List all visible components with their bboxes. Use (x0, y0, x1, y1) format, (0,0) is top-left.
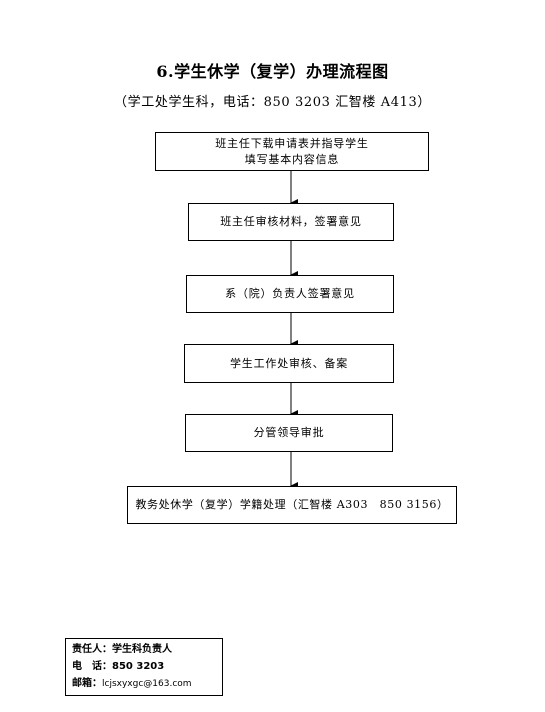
flow-step-student-affairs-review: 学生工作处审核、备案 (184, 344, 394, 383)
step-text-line: 填写基本内容信息 (244, 152, 340, 166)
contact-responsible-label: 责任人： (72, 644, 112, 655)
contact-phone-row: 电 话：850 3203 (72, 658, 216, 675)
step-text-line: 系（院）负责人签署意见 (225, 287, 355, 300)
flow-step-academic-affairs-processing: 教务处休学（复学）学籍处理（汇智楼 A303 850 3156） (127, 486, 457, 524)
page-title: 6.学生休学（复学）办理流程图 (156, 62, 389, 81)
contact-responsible-row: 责任人：学生科负责人 (72, 641, 216, 658)
contact-phone-label: 电 话： (72, 661, 112, 672)
step-text-line: 班主任下载申请表并指导学生 (215, 136, 369, 150)
step-text-line: 班主任审核材料，签署意见 (220, 215, 362, 228)
contact-email-value: lcjsxyxgc@163.com (102, 679, 192, 689)
flow-step-department-sign: 系（院）负责人签署意见 (186, 275, 394, 313)
contact-email-label: 邮箱： (72, 678, 102, 689)
contact-email-row: 邮箱：lcjsxyxgc@163.com (72, 675, 216, 693)
contact-responsible-value: 学生科负责人 (112, 644, 172, 655)
contact-info-box: 责任人：学生科负责人 电 话：850 3203 邮箱：lcjsxyxgc@163… (65, 638, 223, 696)
page-subtitle: （学工处学生科，电话：850 3203 汇智楼 A413） (114, 95, 431, 110)
flow-step-download-form: 班主任下载申请表并指导学生 填写基本内容信息 (155, 132, 429, 171)
step-text-line: 教务处休学（复学）学籍处理（汇智楼 A303 850 3156） (135, 498, 449, 511)
flow-step-leader-approval: 分管领导审批 (185, 414, 393, 452)
flow-step-teacher-review: 班主任审核材料，签署意见 (188, 203, 394, 241)
step-text-line: 学生工作处审核、备案 (230, 356, 348, 370)
contact-phone-value: 850 3203 (112, 661, 165, 672)
step-text-line: 分管领导审批 (253, 426, 325, 439)
